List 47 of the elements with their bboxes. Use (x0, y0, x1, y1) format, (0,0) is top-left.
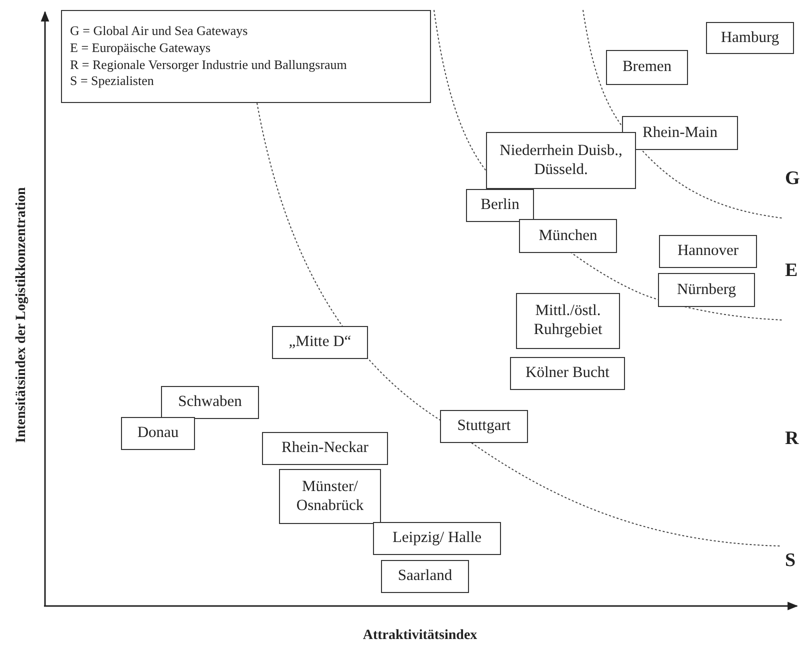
category-letter: G (785, 168, 800, 190)
region-name: Hannover (677, 242, 739, 261)
region-name: Kölner Bucht (526, 364, 610, 383)
axis-title: Intensitätsindex der Logistikkonzentration (14, 187, 30, 443)
region-name: Münster/ Osnabrück (295, 478, 365, 516)
region-box (279, 469, 381, 524)
region-name: Leipzig/ Halle (392, 529, 482, 548)
region-box (121, 417, 195, 450)
region-box (606, 50, 688, 85)
axis-title: Attraktivitätsindex (362, 628, 478, 644)
region-name: Stuttgart (457, 417, 511, 436)
key-entry: G = Global Air und Sea Gateways (70, 22, 248, 40)
key-entry: R = Regionale Versorger Industrie und Ballungsraum (70, 56, 347, 74)
region-box (440, 410, 528, 443)
region-name: Rhein-Neckar (282, 439, 368, 458)
category-letter: R (785, 428, 799, 450)
region-box (706, 22, 794, 54)
region-name: München (538, 226, 598, 246)
region-name: Rhein-Main (642, 124, 718, 142)
region-box (510, 357, 625, 390)
region-box (659, 235, 757, 268)
key-entry: E = Europäische Gateways (70, 40, 211, 56)
region-box (272, 326, 368, 359)
region-name: Bremen (622, 58, 672, 77)
region-name: „Mitte D“ (288, 333, 352, 352)
region-box (381, 560, 469, 593)
region-name: Donau (137, 424, 179, 443)
category-letter: E (785, 260, 798, 282)
category-letter: S (785, 550, 796, 572)
region-name: Nürnberg (676, 280, 736, 300)
region-box (466, 189, 534, 222)
region-box (262, 432, 388, 465)
region-box (161, 386, 259, 419)
key-box (61, 10, 431, 103)
region-box (519, 219, 617, 253)
region-name: Schwaben (178, 393, 242, 412)
region-name: Berlin (480, 196, 520, 215)
region-box (373, 522, 501, 555)
region-box (516, 293, 620, 349)
region-box (622, 116, 738, 150)
region-name: Hamburg (720, 28, 780, 48)
region-name: Niederrhein Duisb., Düsseld. (498, 142, 624, 180)
region-name: Saarland (398, 567, 452, 586)
region-box (486, 132, 636, 189)
key-entry: S = Spezialisten (70, 73, 154, 90)
region-box (658, 273, 755, 307)
region-name: Mittl./östl. Ruhrgebiet (532, 302, 604, 340)
